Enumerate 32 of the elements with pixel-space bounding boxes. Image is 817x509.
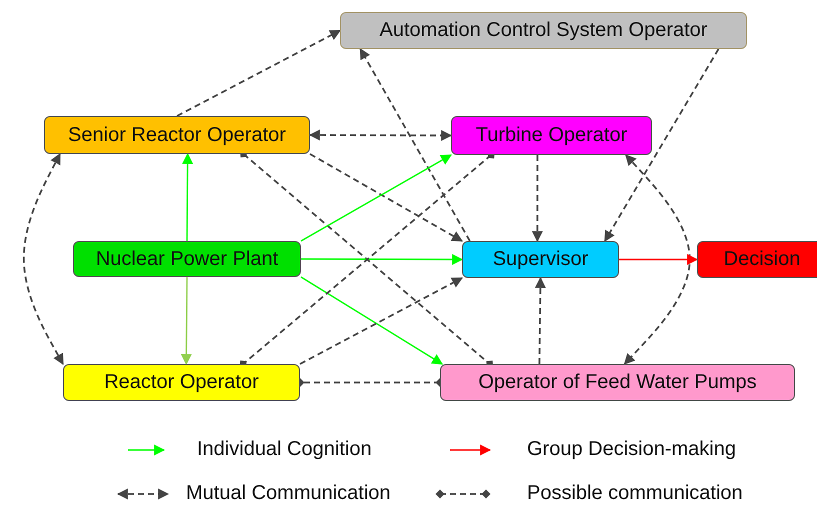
dashed-arrow	[532, 155, 543, 242]
dashed-arrow	[604, 48, 720, 242]
node-label: Automation Control System Operator	[380, 19, 708, 42]
node-label: Decision	[724, 248, 800, 271]
process-box	[340, 12, 747, 49]
node-label: Supervisor	[492, 248, 588, 271]
legend-label: Possible communication	[527, 482, 743, 505]
arrow	[619, 254, 698, 265]
node-label: Reactor Operator	[104, 371, 259, 394]
process-box	[63, 364, 300, 401]
dashed-arrow	[22, 153, 64, 365]
node-label: Senior Reactor Operator	[68, 124, 286, 146]
process-box	[44, 116, 310, 154]
legend-label: Mutual Communication	[186, 482, 391, 505]
node-label: Nuclear Power Plant	[96, 248, 278, 270]
dashed-arrow	[176, 30, 341, 117]
legend-label: Individual Cognition	[197, 438, 372, 461]
process-box	[73, 241, 301, 277]
process-box	[462, 241, 619, 278]
process-box	[451, 116, 652, 155]
dashed-arrow	[534, 276, 546, 364]
node-label: Operator of Feed Water Pumps	[478, 371, 757, 394]
arrow	[182, 152, 194, 241]
dashed-arrow	[624, 154, 691, 365]
dashed-arrow	[360, 48, 471, 242]
dashed-arrow	[308, 130, 452, 141]
node-label: Turbine Operator	[476, 124, 628, 147]
process-box	[440, 364, 795, 401]
legend-label: Group Decision-making	[527, 438, 736, 461]
arrow	[180, 277, 192, 366]
process-box	[697, 241, 817, 278]
arrow	[301, 254, 464, 265]
